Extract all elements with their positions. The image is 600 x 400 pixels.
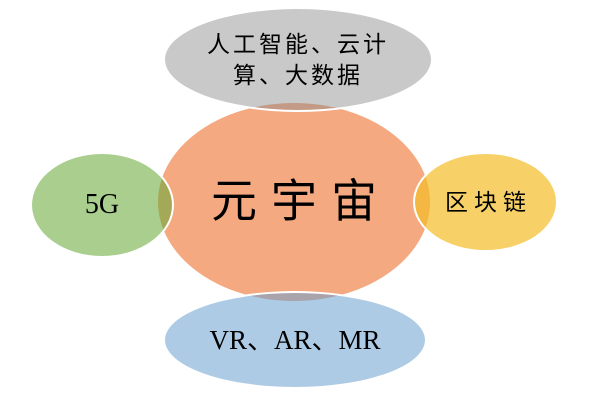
ai-cloud-bigdata-label: 人工智能、云计 算、大数据 [207, 29, 389, 91]
ellipse-metaverse: 元宇宙 [158, 103, 430, 301]
ellipse-ai-cloud-bigdata: 人工智能、云计 算、大数据 [163, 7, 433, 112]
ellipse-blockchain: 区块链 [413, 152, 558, 252]
5g-label: 5G [84, 189, 120, 220]
ellipse-vr-ar-mr: VR、AR、MR [163, 291, 427, 389]
vr-ar-mr-label: VR、AR、MR [209, 324, 381, 355]
blockchain-label: 区块链 [445, 189, 532, 215]
ai-cloud-bigdata-label-line2: 算、大数据 [233, 62, 363, 88]
ellipse-5g: 5G [30, 152, 174, 258]
ai-cloud-bigdata-label-line1: 人工智能、云计 [207, 31, 389, 57]
metaverse-label: 元宇宙 [211, 176, 391, 227]
